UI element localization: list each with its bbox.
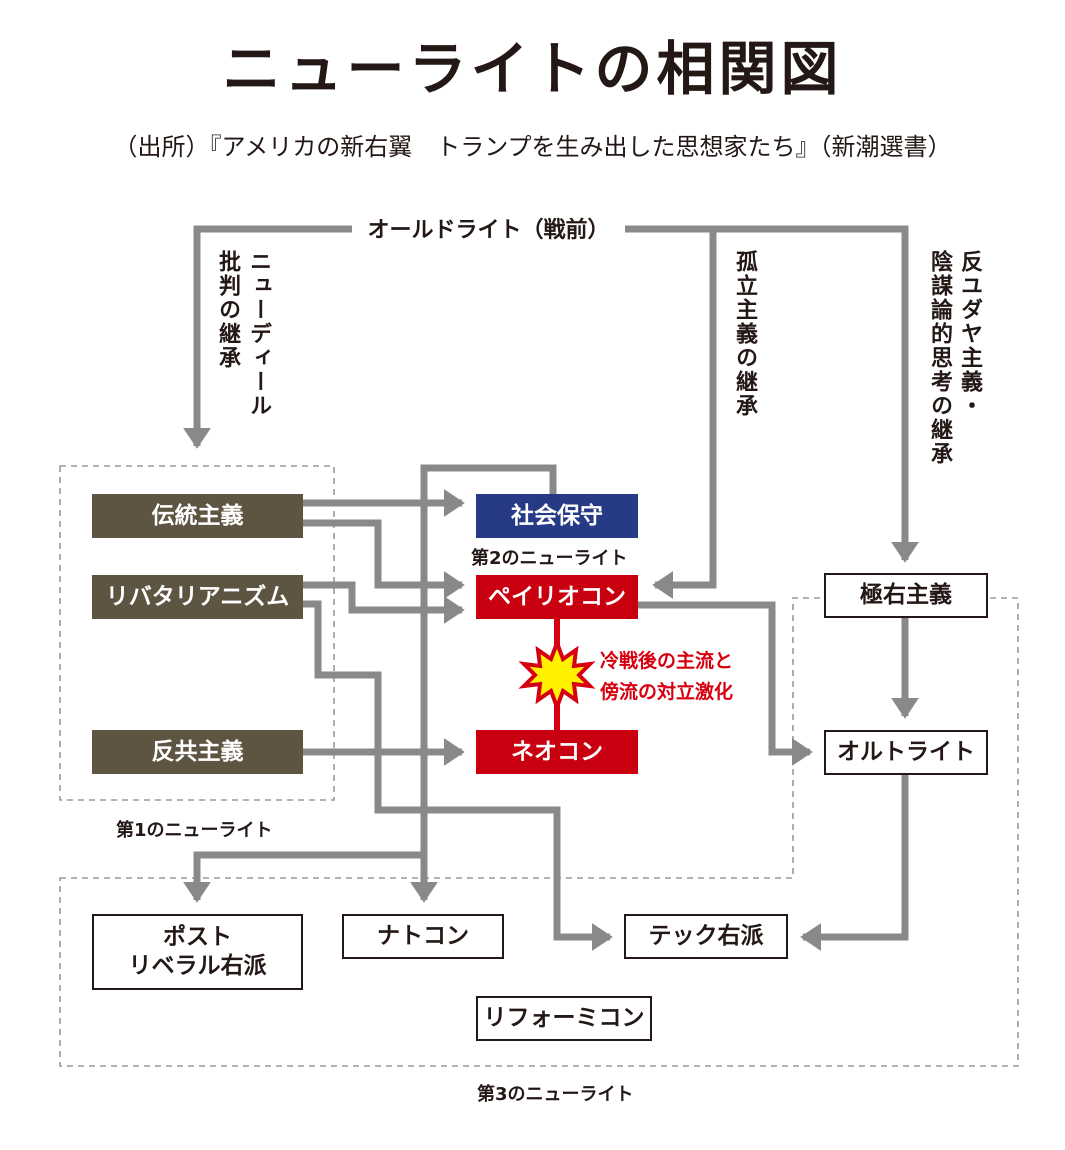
node-far-right: 極右主義 <box>824 573 988 618</box>
arrow-libertarian-to-paleocon <box>303 581 465 624</box>
arrow-altright-to-tech <box>800 775 909 951</box>
edge-label-new-deal-critique: 批判の継承 <box>215 250 240 370</box>
group-second-label: 第2のニューライト <box>471 548 628 569</box>
edge-label-conspiracy: 陰謀論的思考の継承 <box>927 250 952 466</box>
node-social-conservative: 社会保守 <box>476 494 638 538</box>
arrow-old-right-to-paleocon <box>625 225 717 599</box>
edge-label-antisemitism: 反ユダヤ主義・ <box>957 250 982 418</box>
node-traditionalism: 伝統主義 <box>92 494 303 538</box>
node-old-right: オールドライト（戦前） <box>352 212 625 244</box>
group-first-label: 第1のニューライト <box>116 820 273 841</box>
node-alt-right: オルトライト <box>824 730 988 775</box>
arrow-tradition-to-paleocon <box>303 519 465 599</box>
node-post-liberal-right: ポスト リベラル右派 <box>92 914 303 990</box>
arrow-social-to-natcon <box>410 464 557 903</box>
group-first-border <box>59 465 335 801</box>
group-third-border <box>59 597 1019 1067</box>
node-neocon: ネオコン <box>476 730 638 774</box>
conflict-label: 冷戦後の主流と 傍流の対立激化 <box>600 646 733 708</box>
node-tech-right: テック右派 <box>624 914 788 959</box>
page-title: ニューライトの相関図 <box>222 35 843 103</box>
arrow-paleocon-to-altright <box>638 601 813 766</box>
edge-label-new-deal: ニューディール <box>246 250 271 418</box>
arrow-old-right-to-far-right <box>713 225 919 563</box>
node-post-liberal-line2: リベラル右派 <box>128 953 267 979</box>
arrow-old-right-to-first <box>183 225 352 449</box>
node-paleocon: ペイリオコン <box>476 575 638 619</box>
group-third-label: 第3のニューライト <box>477 1084 634 1105</box>
source-caption: （出所）『アメリカの新右翼 トランプを生み出した思想家たち』（新潮選書） <box>113 133 952 161</box>
node-post-liberal-line1: ポスト <box>163 924 232 951</box>
node-natcon: ナトコン <box>342 914 504 959</box>
node-reformicon: リフォーミコン <box>476 996 652 1041</box>
node-libertarianism: リバタリアニズム <box>92 575 303 619</box>
edge-label-isolationism: 孤立主義の継承 <box>732 250 757 418</box>
conflict-label-line2: 傍流の対立激化 <box>600 681 734 703</box>
conflict-burst-icon <box>518 637 596 713</box>
arrow-libertarian-to-tech <box>303 600 613 951</box>
conflict-label-line1: 冷戦後の主流と <box>600 650 734 672</box>
arrow-to-postliberal <box>183 851 424 903</box>
node-anticommunism: 反共主義 <box>92 730 303 774</box>
